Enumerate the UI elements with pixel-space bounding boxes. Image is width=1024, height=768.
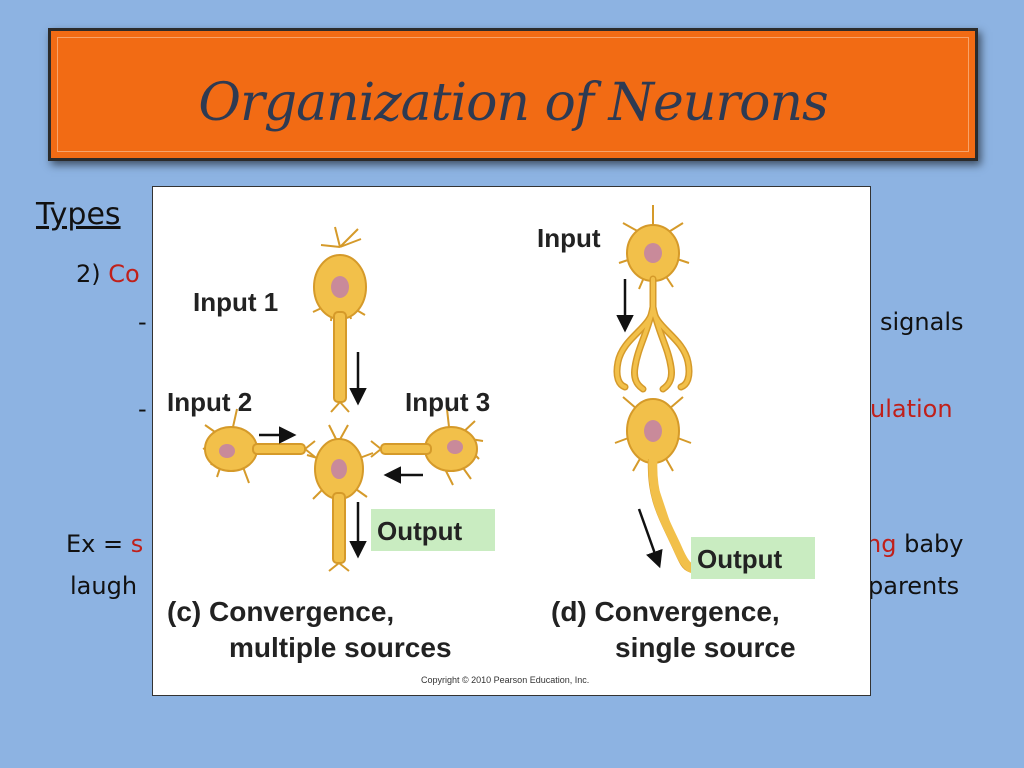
bullet-text-right-1: signals xyxy=(880,308,964,336)
convergence-figure: Input 1 Input 2 Input 3 Output xyxy=(152,186,871,696)
neuron-output-c xyxy=(306,424,374,572)
title-bar: Organization of Neurons xyxy=(48,28,978,161)
bullet-dash-2: - xyxy=(138,395,147,423)
bullet-text-right-2: ulation xyxy=(870,395,953,423)
list-item-term: Co xyxy=(108,260,140,288)
list-item-number: 2) Co xyxy=(76,259,140,289)
example-line2-left: laugh xyxy=(70,572,138,600)
nucleus-input-2 xyxy=(219,444,235,458)
title-bar-inner-border xyxy=(57,37,969,152)
example-right-text: baby xyxy=(896,530,964,558)
nucleus-output-c xyxy=(331,459,347,479)
label-input-2: Input 2 xyxy=(167,387,252,417)
slide-title: Organization of Neurons xyxy=(198,73,828,133)
label-input-single: Input xyxy=(537,223,601,253)
example-label: Ex = xyxy=(66,530,131,558)
caption-d-line2: single source xyxy=(615,632,796,663)
example-right-red: ng xyxy=(866,530,897,558)
output-c-box xyxy=(371,509,495,551)
convergence-diagram: Input 1 Input 2 Input 3 Output xyxy=(167,205,815,685)
copyright-notice: Copyright © 2010 Pearson Education, Inc. xyxy=(421,675,589,685)
nucleus-output-d xyxy=(644,420,662,442)
example-line2-right: parents xyxy=(868,572,960,600)
caption-d-line1: (d) Convergence, xyxy=(551,596,780,627)
example-red-fragment: s xyxy=(130,530,144,558)
neuron-input-1 xyxy=(312,226,367,413)
section-heading: Types xyxy=(36,197,121,232)
list-item-number-text: 2) xyxy=(76,260,101,288)
label-output-c: Output xyxy=(377,516,463,546)
caption-c-line1: (c) Convergence, xyxy=(167,596,394,627)
example-prefix: Ex = s xyxy=(66,529,143,559)
bullet-dash-1: - xyxy=(138,308,147,336)
output-d-box xyxy=(691,537,815,579)
nucleus-input-single xyxy=(644,243,662,263)
neuron-input-2 xyxy=(202,408,316,484)
nucleus-input-3 xyxy=(447,440,463,454)
example-right: ng baby xyxy=(866,529,963,559)
nucleus-input-1 xyxy=(331,276,349,298)
label-output-d: Output xyxy=(697,544,783,574)
neuron-input-3 xyxy=(370,408,484,486)
caption-c-line2: multiple sources xyxy=(229,632,452,663)
arrow-output-d xyxy=(637,508,663,569)
label-input-3: Input 3 xyxy=(405,387,490,417)
label-input-1: Input 1 xyxy=(193,287,278,317)
